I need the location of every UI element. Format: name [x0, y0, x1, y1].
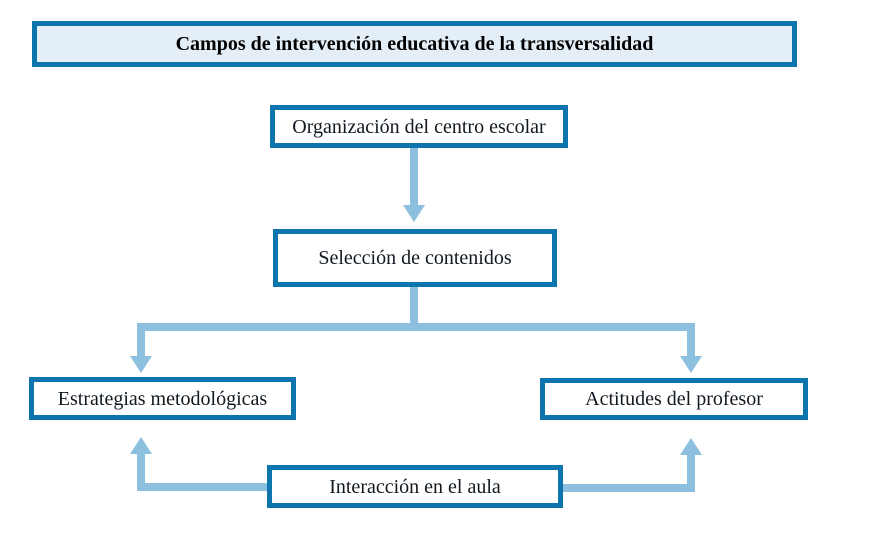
edge-seleccion-branch-stem: [410, 287, 418, 323]
edge-seleccion-estrategias-shaft: [137, 331, 145, 357]
node-interaccion: Interacción en el aula: [267, 465, 563, 508]
edge-interaccion-estrategias-arrowhead-icon: [130, 437, 152, 454]
edge-interaccion-estrategias-vertical: [137, 453, 145, 491]
node-interaccion-label: Interacción en el aula: [329, 475, 501, 498]
edge-organizacion-seleccion-shaft: [410, 148, 418, 206]
node-estrategias: Estrategias metodológicas: [29, 377, 296, 420]
node-actitudes: Actitudes del profesor: [540, 378, 808, 420]
edge-interaccion-actitudes-vertical: [687, 454, 695, 492]
edge-organizacion-seleccion-arrowhead-icon: [403, 205, 425, 222]
edge-interaccion-actitudes-arrowhead-icon: [680, 438, 702, 455]
edge-seleccion-estrategias-arrowhead-icon: [130, 356, 152, 373]
node-actitudes-label: Actitudes del profesor: [585, 388, 763, 410]
title-text: Campos de intervención educativa de la t…: [175, 33, 654, 55]
node-organizacion-label: Organización del centro escolar: [292, 115, 546, 138]
node-seleccion-label: Selección de contenidos: [318, 247, 512, 269]
node-seleccion: Selección de contenidos: [273, 229, 557, 287]
edge-seleccion-actitudes-arrowhead-icon: [680, 356, 702, 373]
edge-interaccion-estrategias-horizontal: [137, 483, 267, 491]
node-estrategias-label: Estrategias metodológicas: [57, 387, 268, 410]
title-banner: Campos de intervención educativa de la t…: [32, 21, 797, 67]
edge-interaccion-actitudes-horizontal: [563, 484, 695, 492]
edge-seleccion-branch-horizontal: [137, 323, 695, 331]
node-organizacion: Organización del centro escolar: [270, 105, 568, 148]
edge-seleccion-actitudes-shaft: [687, 331, 695, 357]
